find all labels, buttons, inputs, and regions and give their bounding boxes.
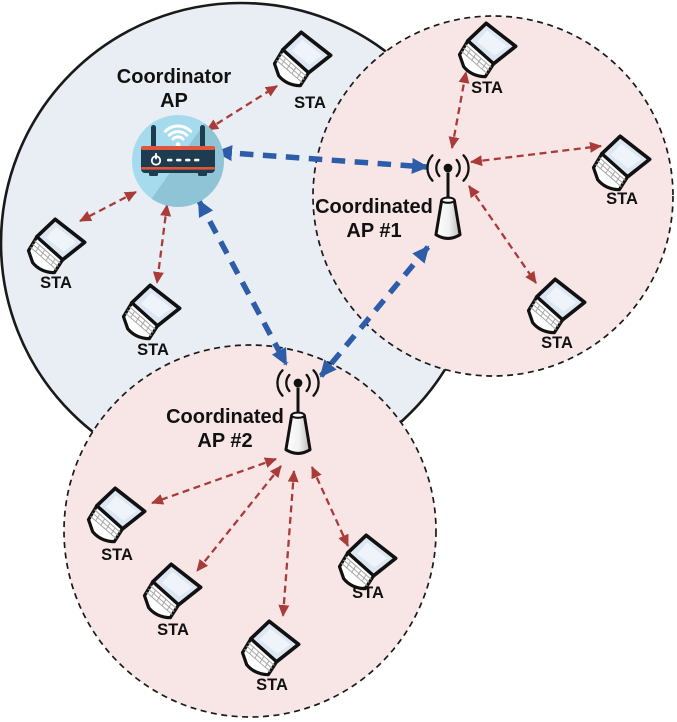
coordinated-ap2-label-line2: AP #2 — [197, 429, 253, 452]
sta-label: STA — [352, 584, 384, 602]
sta-link-arrow — [79, 190, 137, 223]
coordinator-ap-label-line1: Coordinator — [116, 66, 232, 88]
sta-label: STA — [471, 79, 503, 97]
coordinated-ap1-label-line2: AP #1 — [346, 219, 402, 242]
sta-label: STA — [101, 546, 133, 564]
coordinated-ap2-label-line1: Coordinated — [166, 406, 284, 428]
sta-link-arrow — [152, 204, 172, 284]
sta-link-arrow — [151, 457, 277, 505]
sta-links — [79, 71, 602, 617]
sta-label: STA — [157, 621, 189, 639]
sta-label: STA — [256, 676, 288, 694]
wifi-dot — [175, 142, 181, 147]
sta-link-arrow — [470, 141, 602, 167]
sta-label: STA — [606, 190, 638, 208]
coordination-link-coordinator-ap1 — [215, 145, 429, 174]
coordinated-ap2-label: Coordinated AP #2 — [166, 406, 284, 453]
coordination-links — [196, 145, 431, 378]
sta-link-arrow — [448, 71, 470, 149]
sta-link-arrow — [310, 466, 350, 547]
coordination-link-ap1-ap2 — [318, 245, 431, 378]
coordination-link-coordinator-ap2 — [196, 199, 289, 366]
sta-link-arrow — [206, 85, 278, 131]
sta-label: STA — [137, 341, 169, 359]
coordinator-ap-label-line2: AP — [160, 89, 188, 112]
coordinated-bss1-border — [312, 15, 674, 377]
wifi-router-icon — [132, 115, 225, 208]
coordinated-ap1-label: Coordinated AP #1 — [315, 196, 433, 243]
sta-label: STA — [541, 334, 573, 352]
coordinated-ap1-label-line1: Coordinated — [315, 196, 433, 218]
sta-label: STA — [40, 274, 72, 292]
sta-label: STA — [294, 94, 326, 112]
sta-link-arrow — [278, 470, 299, 617]
coordinator-ap-label: Coordinator AP — [117, 66, 231, 113]
sta-link-arrow — [468, 185, 537, 284]
